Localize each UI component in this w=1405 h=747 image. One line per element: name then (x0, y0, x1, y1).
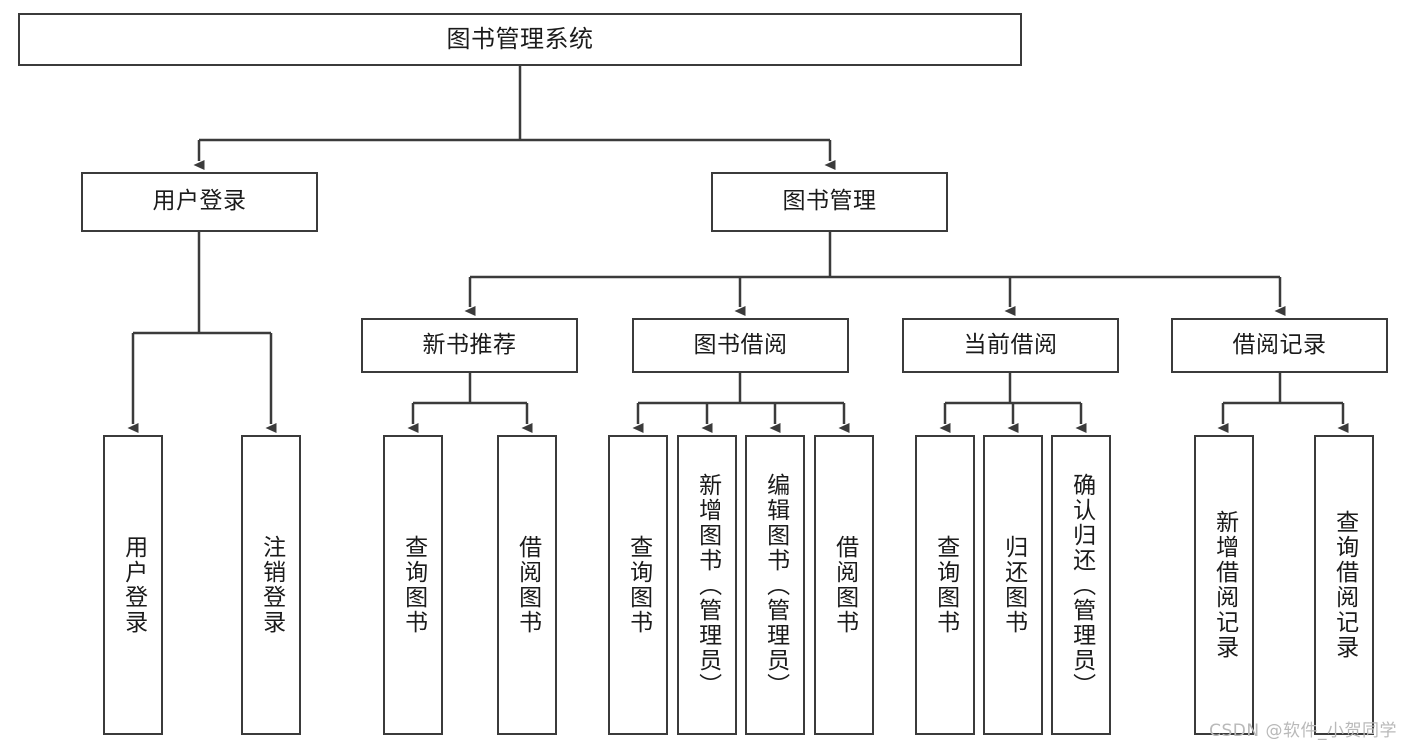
leaf-borrow-edit-book-admin[interactable]: 编辑图书（管理员） (745, 435, 805, 735)
node-label: 查询图书 (625, 535, 652, 635)
node-label: 查询借阅记录 (1331, 510, 1358, 660)
node-borrow-record[interactable]: 借阅记录 (1171, 318, 1388, 373)
leaf-new-book-borrow[interactable]: 借阅图书 (497, 435, 557, 735)
node-label: 用户登录 (120, 535, 147, 635)
node-root-system[interactable]: 图书管理系统 (18, 13, 1022, 66)
node-label: 查询图书 (932, 535, 959, 635)
node-label: 借阅记录 (1232, 331, 1327, 358)
node-book-borrow[interactable]: 图书借阅 (632, 318, 849, 373)
csdn-watermark: CSDN @软件_小贺同学 (1209, 721, 1397, 741)
node-label: 新增图书（管理员） (694, 472, 721, 698)
node-label: 新增借阅记录 (1211, 510, 1238, 660)
node-current-borrow[interactable]: 当前借阅 (902, 318, 1119, 373)
node-label: 借阅图书 (831, 535, 858, 635)
leaf-user-login-login[interactable]: 用户登录 (103, 435, 163, 735)
node-label: 当前借阅 (963, 331, 1058, 358)
node-label: 用户登录 (152, 188, 247, 215)
node-label: 确认归还（管理员） (1068, 472, 1095, 698)
node-label: 借阅图书 (514, 535, 541, 635)
node-label: 查询图书 (400, 535, 427, 635)
leaf-borrow-query-book[interactable]: 查询图书 (608, 435, 668, 735)
node-new-book-recommend[interactable]: 新书推荐 (361, 318, 578, 373)
node-user-login[interactable]: 用户登录 (81, 172, 318, 232)
leaf-current-confirm-return-admin[interactable]: 确认归还（管理员） (1051, 435, 1111, 735)
leaf-borrow-add-book-admin[interactable]: 新增图书（管理员） (677, 435, 737, 735)
leaf-current-query-book[interactable]: 查询图书 (915, 435, 975, 735)
leaf-record-add-record[interactable]: 新增借阅记录 (1194, 435, 1254, 735)
leaf-current-return-book[interactable]: 归还图书 (983, 435, 1043, 735)
node-label: 编辑图书（管理员） (762, 472, 789, 698)
node-book-management[interactable]: 图书管理 (711, 172, 948, 232)
node-label: 图书借阅 (693, 331, 788, 358)
node-label: 注销登录 (258, 535, 285, 635)
node-label: 图书管理 (782, 188, 877, 215)
leaf-record-query-record[interactable]: 查询借阅记录 (1314, 435, 1374, 735)
leaf-borrow-borrow-book[interactable]: 借阅图书 (814, 435, 874, 735)
node-label: 图书管理系统 (446, 25, 594, 54)
node-label: 新书推荐 (422, 331, 517, 358)
leaf-new-book-query[interactable]: 查询图书 (383, 435, 443, 735)
node-label: 归还图书 (1000, 535, 1027, 635)
leaf-user-login-logout[interactable]: 注销登录 (241, 435, 301, 735)
